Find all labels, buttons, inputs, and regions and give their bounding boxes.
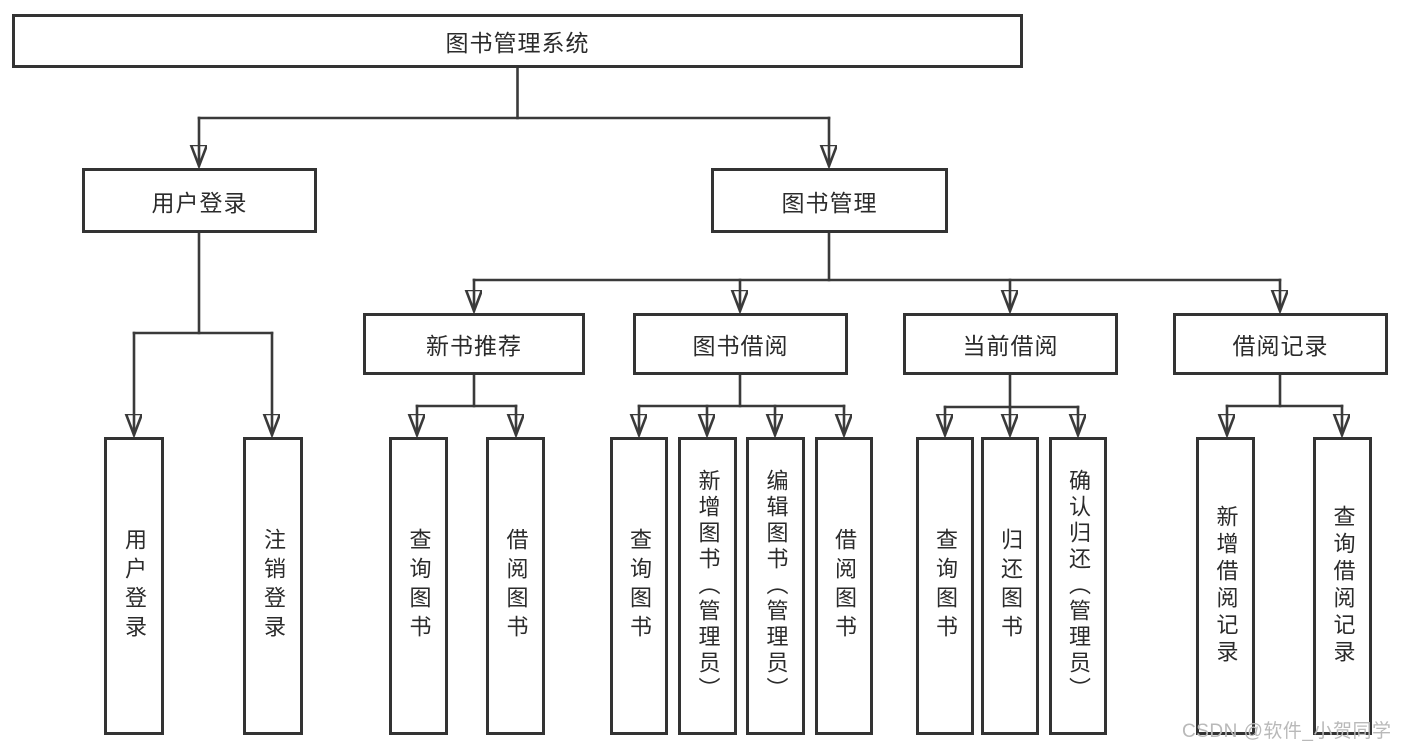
- leaf-newbook-query-books-label: 查询图书: [406, 528, 432, 644]
- node-book-management: 图书管理: [711, 168, 948, 233]
- leaf-current-confirm-return-admin-label: 确认归还（管理员）: [1066, 469, 1091, 703]
- leaf-user-login: 用户登录: [104, 437, 164, 735]
- leaf-newbook-borrow-books-label: 借阅图书: [503, 528, 529, 644]
- node-book-borrow: 图书借阅: [633, 313, 848, 375]
- node-current-borrow-label: 当前借阅: [962, 333, 1059, 359]
- leaf-borrow-borrow-books-label: 借阅图书: [832, 528, 857, 644]
- node-new-book-recommend: 新书推荐: [363, 313, 585, 375]
- leaf-logout-label: 注销登录: [261, 528, 286, 644]
- leaf-current-return-books: 归还图书: [981, 437, 1039, 735]
- node-book-borrow-label: 图书借阅: [692, 333, 789, 359]
- leaf-newbook-query-books: 查询图书: [389, 437, 448, 735]
- node-borrow-records-label: 借阅记录: [1232, 333, 1329, 359]
- node-user-login-label: 用户登录: [151, 189, 248, 216]
- leaf-current-query-books-label: 查询图书: [933, 528, 958, 644]
- node-root-system: 图书管理系统: [12, 14, 1023, 68]
- leaf-borrow-edit-book-admin: 编辑图书（管理员）: [746, 437, 805, 735]
- leaf-borrow-add-book-admin: 新增图书（管理员）: [678, 437, 737, 735]
- watermark-text: CSDN @软件_小贺同学: [1182, 721, 1392, 742]
- node-borrow-records: 借阅记录: [1173, 313, 1388, 375]
- leaf-borrow-borrow-books: 借阅图书: [815, 437, 873, 735]
- leaf-borrow-add-book-admin-label: 新增图书（管理员）: [695, 469, 721, 703]
- node-new-book-recommend-label: 新书推荐: [426, 333, 522, 359]
- leaf-current-confirm-return-admin: 确认归还（管理员）: [1049, 437, 1107, 735]
- leaf-borrow-edit-book-admin-label: 编辑图书（管理员）: [763, 469, 789, 703]
- leaf-borrow-query-books-label: 查询图书: [627, 528, 652, 644]
- node-user-login: 用户登录: [82, 168, 317, 233]
- leaf-borrow-query-books: 查询图书: [610, 437, 668, 735]
- node-book-management-label: 图书管理: [781, 189, 878, 216]
- node-current-borrow: 当前借阅: [903, 313, 1118, 375]
- leaf-logout: 注销登录: [243, 437, 303, 735]
- leaf-records-add-borrow-record-label: 新增借阅记录: [1213, 505, 1239, 667]
- leaf-records-query-borrow-record-label: 查询借阅记录: [1330, 505, 1356, 667]
- leaf-newbook-borrow-books: 借阅图书: [486, 437, 545, 735]
- leaf-records-add-borrow-record: 新增借阅记录: [1196, 437, 1255, 735]
- leaf-current-query-books: 查询图书: [916, 437, 974, 735]
- node-root-system-label: 图书管理系统: [445, 30, 590, 56]
- leaf-records-query-borrow-record: 查询借阅记录: [1313, 437, 1372, 735]
- leaf-current-return-books-label: 归还图书: [998, 528, 1023, 644]
- leaf-user-login-label: 用户登录: [122, 528, 147, 644]
